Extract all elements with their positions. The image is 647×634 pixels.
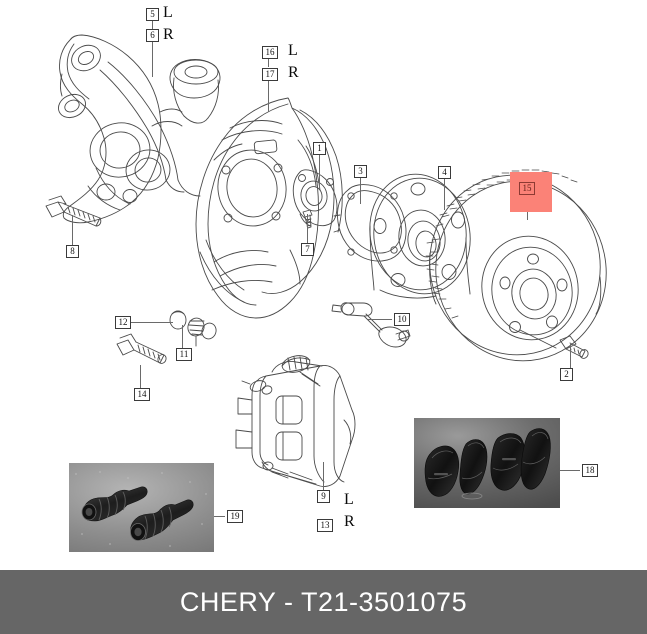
- guide-bolt-art: [116, 333, 167, 364]
- leader-line-3: [360, 178, 361, 204]
- callout-13[interactable]: 13: [317, 519, 333, 532]
- bearing-retainer-plate-art: [333, 184, 407, 262]
- side-letter-l-shield: L: [288, 42, 298, 59]
- part-number-banner: CHERY - T21-3501075: [0, 570, 647, 634]
- leader-line-12: [130, 322, 173, 323]
- callout-4[interactable]: 4: [438, 166, 451, 179]
- wheel-hub-art: [369, 173, 471, 299]
- callout-11[interactable]: 11: [176, 348, 192, 361]
- highlight-box-15: [510, 172, 552, 212]
- callout-15[interactable]: 15: [519, 182, 535, 195]
- leader-line-16: [268, 59, 269, 67]
- callout-6[interactable]: 6: [146, 29, 159, 42]
- callout-10[interactable]: 10: [394, 313, 410, 326]
- leader-line-6: [152, 42, 153, 77]
- leader-line-1: [319, 155, 320, 188]
- steering-knuckle-art: [58, 34, 221, 224]
- callout-16[interactable]: 16: [262, 46, 278, 59]
- callout-3[interactable]: 3: [354, 165, 367, 178]
- leader-line-17: [268, 81, 269, 112]
- leader-line-19: [214, 516, 225, 517]
- side-letter-r-shield: R: [288, 64, 299, 81]
- side-letter-l-caliper: L: [344, 491, 354, 508]
- brake-caliper-art: [235, 355, 356, 487]
- diagram-canvas: 1 2 3 4 5 6 7 8 9 10 11 12 13 14 15 16 1…: [45, 4, 607, 552]
- callout-7[interactable]: 7: [301, 243, 314, 256]
- leader-line-11: [182, 325, 183, 348]
- leader-line-14: [140, 365, 141, 388]
- splash-shield-art: [195, 97, 343, 319]
- brake-disc-art: [425, 169, 607, 362]
- callout-17[interactable]: 17: [262, 68, 278, 81]
- part-number-text: CHERY - T21-3501075: [179, 586, 468, 617]
- leader-line-9: [323, 462, 324, 490]
- callout-5[interactable]: 5: [146, 8, 159, 21]
- technical-line-art: [45, 34, 607, 487]
- callout-1[interactable]: 1: [313, 142, 326, 155]
- callout-8[interactable]: 8: [66, 245, 79, 258]
- leader-line-18: [560, 470, 580, 471]
- disc-screw-art: [559, 335, 589, 359]
- leader-line-5: [152, 21, 153, 29]
- callout-14[interactable]: 14: [134, 388, 150, 401]
- side-letter-r-caliper: R: [344, 513, 355, 530]
- callout-9[interactable]: 9: [317, 490, 330, 503]
- brake-pad-set-photo: [414, 418, 560, 508]
- callout-2[interactable]: 2: [560, 368, 573, 381]
- leader-line-8: [72, 215, 73, 245]
- leader-line-7: [307, 214, 308, 243]
- leader-line-2: [570, 344, 571, 368]
- callout-18[interactable]: 18: [582, 464, 598, 477]
- bleeder-art: [169, 310, 217, 347]
- wear-sensor-art: [331, 302, 411, 348]
- knuckle-flange-art: [292, 169, 338, 229]
- callout-19[interactable]: 19: [227, 510, 243, 523]
- side-letter-r-knuckle: R: [163, 26, 174, 43]
- side-letter-l-knuckle: L: [163, 4, 173, 21]
- knuckle-bolt-art: [45, 195, 102, 227]
- callout-12[interactable]: 12: [115, 316, 131, 329]
- guide-pin-boot-kit-photo: [69, 463, 214, 552]
- leader-line-4: [444, 179, 445, 210]
- leader-line-10: [368, 319, 392, 320]
